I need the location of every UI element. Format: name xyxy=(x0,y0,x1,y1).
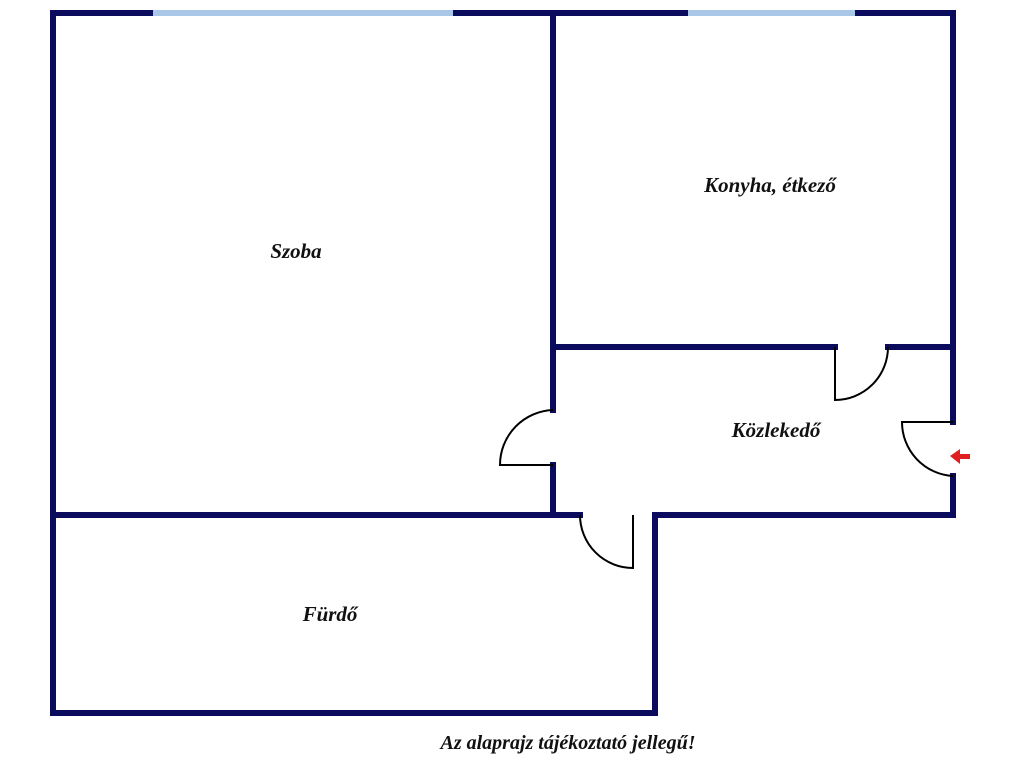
room-label-kitchen: Konyha, étkező xyxy=(703,173,837,197)
room-label-hallway: Közlekedő xyxy=(731,418,822,442)
arrow-left-icon xyxy=(950,449,970,464)
walls xyxy=(50,10,956,716)
door-living xyxy=(498,409,554,466)
room-label-living: Szoba xyxy=(270,239,321,263)
room-label-bathroom: Fürdő xyxy=(302,602,359,626)
door-kitchen xyxy=(834,346,889,402)
doors xyxy=(498,346,954,570)
door-entrance xyxy=(900,421,954,477)
door-bathroom xyxy=(579,514,634,570)
disclaimer: Az alaprajz tájékoztató jellegű! xyxy=(438,732,695,754)
